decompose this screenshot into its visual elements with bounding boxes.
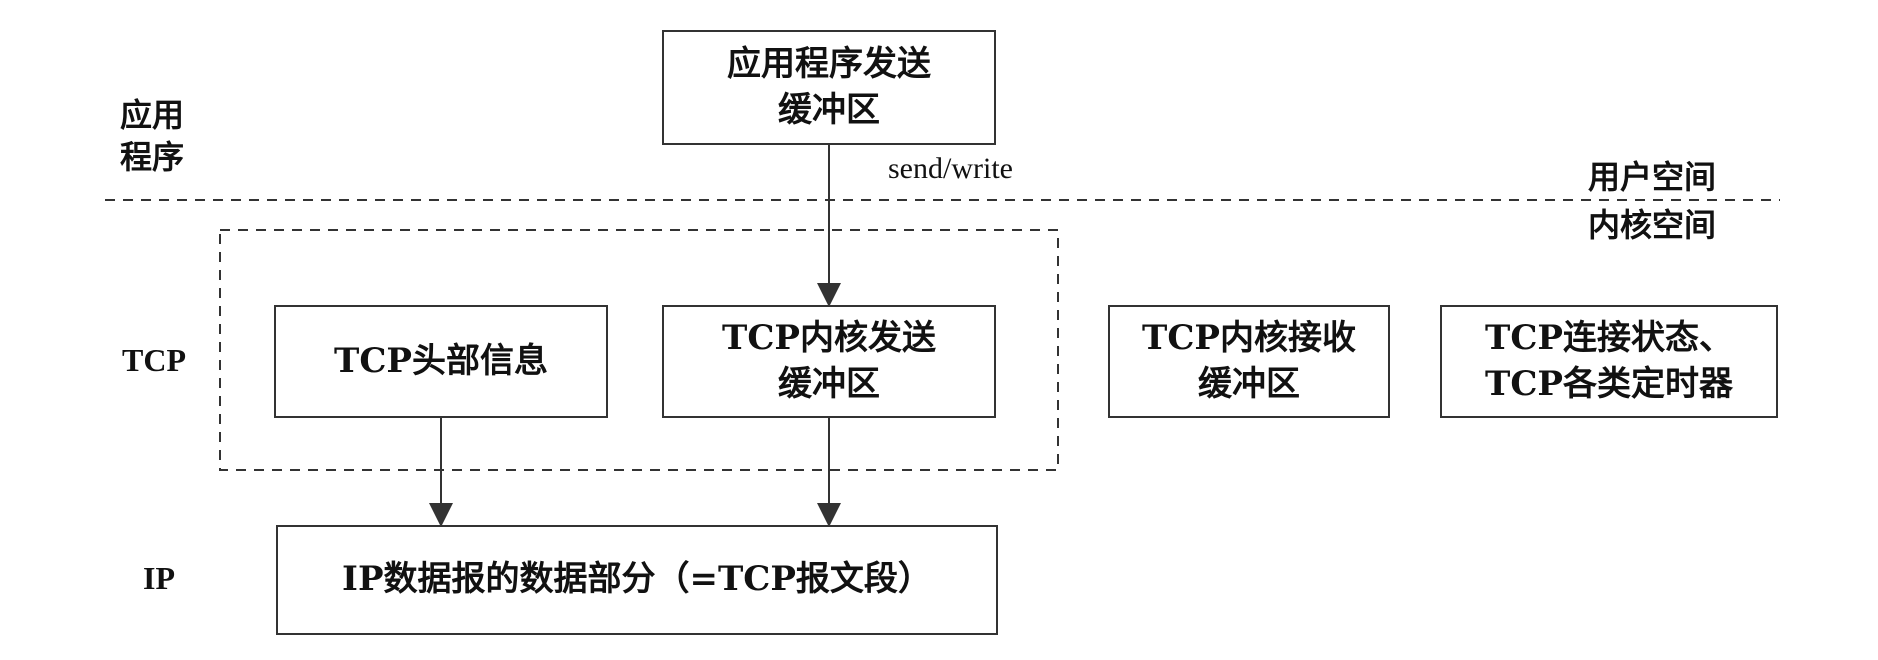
layer-label-tcp: TCP xyxy=(122,342,186,378)
user-space-label: 用户空间 xyxy=(1588,158,1717,196)
layer-label-ip: IP xyxy=(143,560,175,596)
send-write-label: send/write xyxy=(888,152,1013,185)
tcp-kernel-recv-buffer-box: TCP内核接收 缓冲区 xyxy=(1108,305,1390,418)
app-send-buffer-box: 应用程序发送 缓冲区 xyxy=(662,30,996,145)
ip-datagram-data-box: IP数据报的数据部分（=TCP报文段） xyxy=(276,525,998,635)
tcp-kernel-send-buffer-box: TCP内核发送 缓冲区 xyxy=(662,305,996,418)
tcp-send-group-outline xyxy=(219,229,1059,471)
kernel-space-label: 内核空间 xyxy=(1588,206,1717,244)
layer-label-application: 应用 程序 xyxy=(120,96,185,176)
tcp-header-info-box: TCP头部信息 xyxy=(274,305,608,418)
tcp-state-timers-box: TCP连接状态、 TCP各类定时器 xyxy=(1440,305,1778,418)
